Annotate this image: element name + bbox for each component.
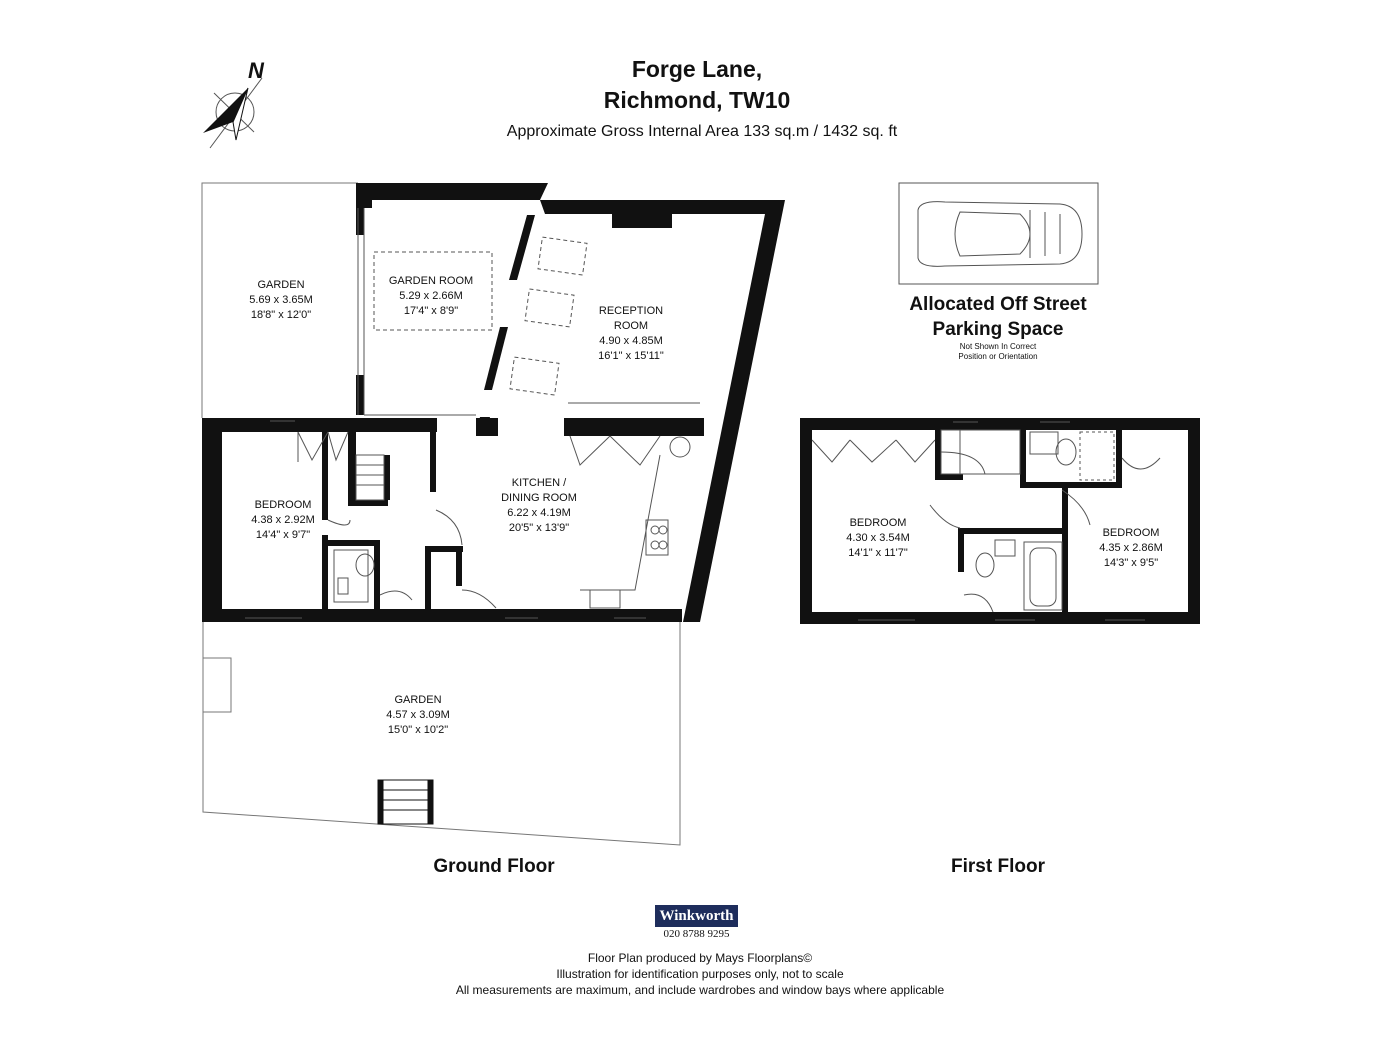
parking-title-1: Allocated Off Street (909, 294, 1087, 315)
room-imperial: 16'1" x 15'11" (598, 350, 664, 362)
first-floor-walls (800, 418, 1200, 624)
address-line-2: Richmond, TW10 (603, 87, 791, 113)
garden-left-outline (201, 182, 358, 418)
gross-area: Approximate Gross Internal Area 133 sq.m… (506, 123, 898, 140)
first-floor-fittings (811, 421, 1161, 621)
room-imperial: 14'3" x 9'5" (1103, 557, 1159, 569)
parking-note-2: Position or Orientation (958, 352, 1038, 361)
garden-bottom-outline (202, 620, 681, 846)
room-imperial: 18'8" x 12'0" (250, 309, 312, 321)
ground-floor-walls (202, 183, 785, 622)
room-kitchen-dining: KITCHEN / DINING ROOM 6.22 x 4.19M 20'5"… (454, 476, 624, 536)
room-bedroom-first-2: BEDROOM 4.35 x 2.86M 14'3" x 9'5" (1046, 526, 1216, 571)
room-imperial: 15'0" x 10'2" (387, 724, 449, 736)
room-name: BEDROOM (1102, 527, 1160, 539)
room-name: ROOM (613, 320, 649, 332)
room-imperial: 14'4" x 9'7" (255, 529, 311, 541)
room-metric: 4.35 x 2.86M (1099, 542, 1163, 554)
room-metric: 4.38 x 2.92M (251, 514, 315, 526)
agent-logo: Winkworth (655, 905, 738, 927)
parking-note-1: Not Shown In Correct (959, 342, 1037, 351)
room-name: RECEPTION (598, 305, 664, 317)
footer-line-1: Floor Plan produced by Mays Floorplans© (587, 951, 813, 965)
room-garden-room: GARDEN ROOM 5.29 x 2.66M 17'4" x 8'9" (346, 274, 516, 319)
ground-floor-label: Ground Floor (433, 856, 555, 877)
room-name: KITCHEN / (511, 477, 567, 489)
room-metric: 5.29 x 2.66M (399, 290, 463, 302)
room-imperial: 17'4" x 8'9" (403, 305, 459, 317)
north-arrow-icon (203, 77, 263, 149)
footer-line-2: Illustration for identification purposes… (556, 967, 844, 981)
room-metric: 5.69 x 3.65M (249, 294, 313, 306)
room-imperial: 14'1" x 11'7" (848, 547, 908, 559)
car-icon (898, 182, 1099, 285)
room-name: BEDROOM (254, 499, 312, 511)
ground-floor-fittings (245, 208, 700, 619)
first-floor-label: First Floor (951, 856, 1045, 877)
room-reception: RECEPTION ROOM 4.90 x 4.85M 16'1" x 15'1… (546, 304, 716, 364)
room-name: GARDEN (394, 694, 442, 706)
room-bedroom-ground: BEDROOM 4.38 x 2.92M 14'4" x 9'7" (198, 498, 368, 543)
room-garden-top: GARDEN 5.69 x 3.65M 18'8" x 12'0" (196, 278, 366, 323)
room-metric: 4.57 x 3.09M (386, 709, 450, 721)
room-name: GARDEN (257, 279, 305, 291)
room-bedroom-first-1: BEDROOM 4.30 x 3.54M 14'1" x 11'7" (793, 516, 963, 561)
agent-phone: 020 8788 9295 (663, 928, 730, 940)
room-name: DINING ROOM (501, 492, 577, 504)
compass-label: N (248, 58, 264, 83)
room-garden-bottom: GARDEN 4.57 x 3.09M 15'0" x 10'2" (333, 693, 503, 738)
room-metric: 4.90 x 4.85M (599, 335, 663, 347)
room-name: GARDEN ROOM (388, 275, 474, 287)
parking-title-2: Parking Space (932, 319, 1064, 340)
room-metric: 4.30 x 3.54M (846, 532, 910, 544)
footer-line-3: All measurements are maximum, and includ… (455, 983, 945, 997)
room-imperial: 20'5" x 13'9" (508, 522, 570, 534)
room-metric: 6.22 x 4.19M (507, 507, 571, 519)
room-name: BEDROOM (849, 517, 907, 529)
address-line-1: Forge Lane, (631, 56, 763, 82)
garden-steps-icon (377, 779, 434, 825)
